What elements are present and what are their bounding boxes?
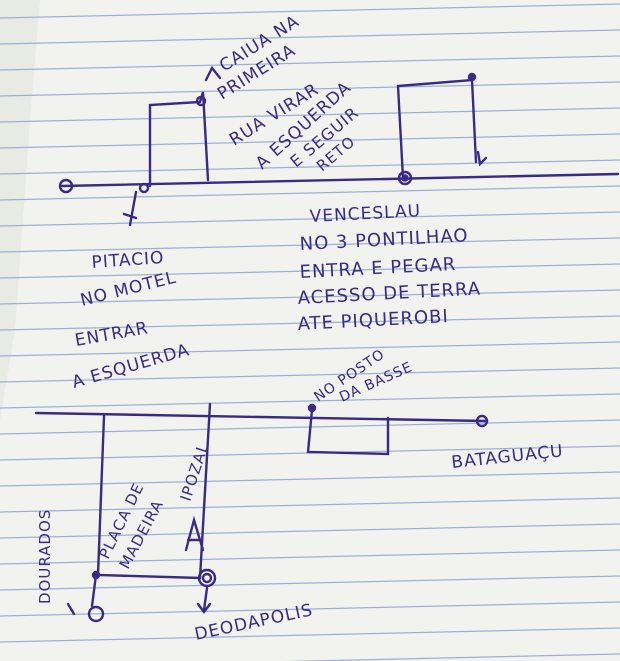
ruled-line (0, 81, 620, 97)
ruled-line (0, 263, 620, 279)
pitacio-arrow-head (122, 212, 138, 220)
top-main-road (60, 172, 620, 188)
right-block-arrow (476, 150, 488, 167)
first-street-node (195, 95, 207, 107)
pitacio-arrow-line (128, 190, 138, 227)
ruled-line (0, 315, 620, 331)
deodapolis-junction-inner (201, 572, 213, 584)
ruled-line (0, 393, 620, 409)
ruled-line (0, 237, 620, 253)
ipozal-loop-path (96, 402, 212, 580)
venceslau-junction (397, 170, 413, 186)
right-block-path (396, 78, 478, 180)
ruled-line (0, 575, 620, 591)
ruled-line (0, 185, 620, 201)
ipozal-a-mark (184, 515, 205, 552)
top-road-start-circle (58, 178, 74, 194)
bataguacu-end-circle (475, 414, 489, 428)
dourados-arrow-tick (66, 602, 76, 616)
deodapolis-branch (202, 586, 209, 612)
caiua-arrow-head (204, 65, 222, 82)
dourados-branch (90, 573, 98, 608)
bottom-main-road (34, 411, 488, 423)
ruled-line (0, 367, 620, 383)
ruled-lines (0, 3, 620, 661)
ruled-line (0, 159, 620, 175)
ruled-line (0, 289, 620, 305)
ruled-line (0, 107, 620, 123)
top-route-drawing (58, 65, 620, 227)
ruled-line (0, 471, 620, 487)
venceslau-junction-dot (401, 174, 409, 182)
pitacio-junction (138, 182, 150, 194)
ruled-line (0, 549, 620, 565)
dourados-end-circle (87, 605, 105, 623)
bottom-route-drawing (34, 402, 489, 623)
ruled-line (283, 653, 620, 661)
paper-fold-shadow (0, 0, 40, 420)
ruled-line (0, 523, 620, 539)
ruled-line (0, 133, 620, 149)
dourados-label: DOURADOS (36, 509, 54, 604)
ruled-line (0, 497, 620, 513)
right-block-node (467, 72, 477, 82)
deodapolis-arrow-head (196, 602, 212, 614)
ruled-line (0, 627, 620, 643)
ruled-line (0, 211, 620, 227)
ruled-line (0, 55, 620, 71)
ruled-line (0, 3, 620, 19)
ruled-line (0, 341, 620, 357)
first-street-path (148, 91, 210, 188)
deodapolis-junction-outer (197, 568, 217, 588)
posto-block-path (306, 408, 390, 456)
ruled-line (0, 29, 620, 45)
